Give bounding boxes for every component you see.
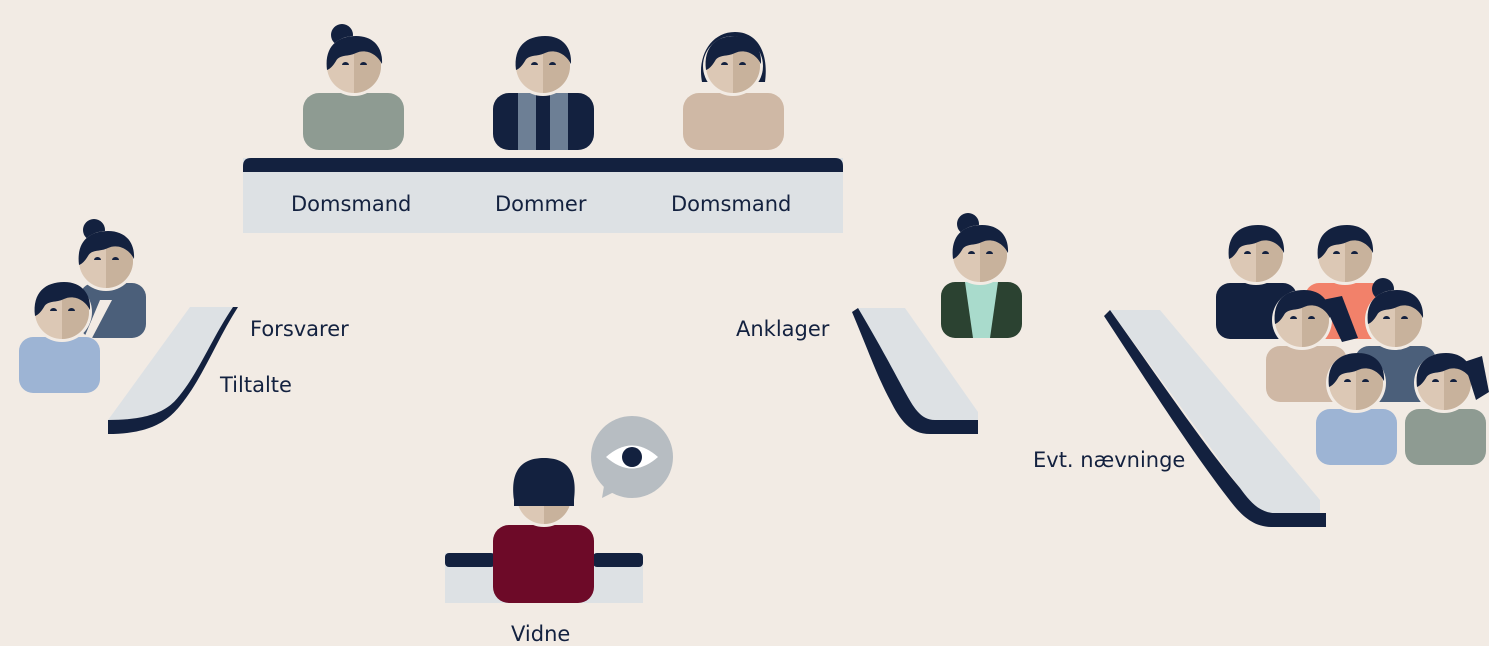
defendant-label: Tiltalte bbox=[220, 373, 292, 397]
jury-label: Evt. nævninge bbox=[1033, 448, 1186, 472]
prosecution-group bbox=[852, 213, 1022, 434]
prosecutor-label: Anklager bbox=[736, 317, 830, 341]
witness-figure bbox=[493, 458, 594, 603]
witness-label: Vidne bbox=[511, 622, 571, 646]
juror-figure bbox=[1405, 353, 1489, 465]
lay-judge-right-figure bbox=[683, 32, 784, 150]
defendant-figure bbox=[19, 282, 100, 393]
defence-group bbox=[19, 219, 238, 434]
bench-label-lay-judge-left: Domsmand bbox=[291, 192, 412, 216]
defence-desk bbox=[108, 307, 233, 420]
lay-judge-left-figure bbox=[303, 24, 404, 150]
prosecution-desk-edge bbox=[852, 308, 978, 434]
defender-figure bbox=[76, 219, 146, 338]
bench-label-judge: Dommer bbox=[495, 192, 587, 216]
defender-label: Forsvarer bbox=[250, 317, 349, 341]
bench-desk-edge bbox=[243, 158, 843, 172]
prosecutor-figure bbox=[941, 213, 1022, 338]
defence-desk-edge bbox=[108, 307, 238, 434]
bench-label-lay-judge-right: Domsmand bbox=[671, 192, 792, 216]
prosecution-desk bbox=[858, 308, 978, 420]
jury-group bbox=[1104, 225, 1489, 527]
witness-group bbox=[445, 416, 673, 603]
jury-desk bbox=[1110, 310, 1320, 513]
juror-figure bbox=[1316, 353, 1397, 465]
judge-figure bbox=[493, 36, 594, 150]
bench-judges bbox=[243, 24, 843, 233]
eye-speech-bubble-icon bbox=[591, 416, 673, 498]
